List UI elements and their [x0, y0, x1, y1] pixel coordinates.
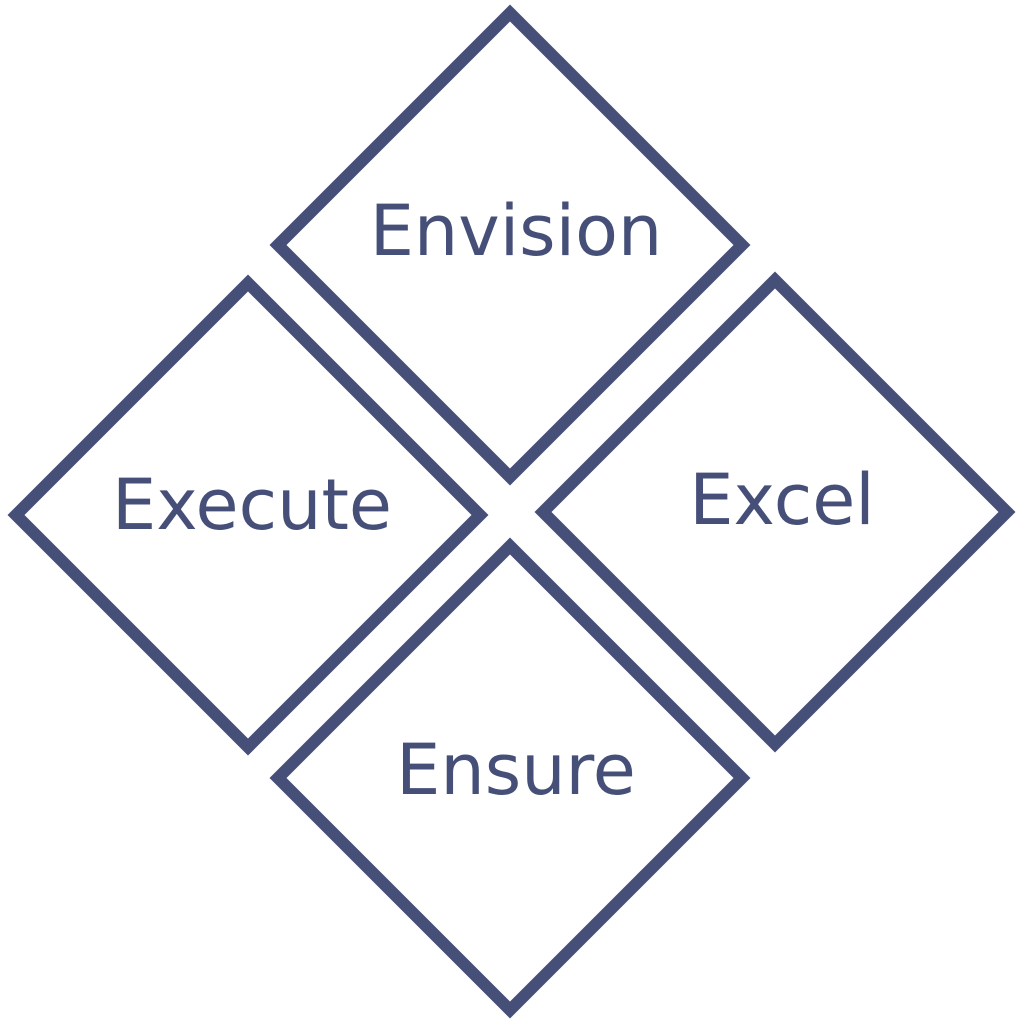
diamond-execute-shape	[7, 274, 489, 756]
diamond-excel: Excel	[534, 271, 1016, 753]
diamond-execute-label: Execute	[112, 464, 392, 546]
diamond-envision: Envision	[269, 4, 751, 486]
diamond-execute: Execute	[7, 274, 489, 756]
diamond-envision-label: Envision	[370, 190, 663, 272]
diamond-excel-label: Excel	[689, 459, 874, 541]
diamond-ensure-label: Ensure	[396, 729, 636, 811]
diamond-envision-shape	[269, 4, 751, 486]
diamond-ensure: Ensure	[269, 537, 751, 1019]
diamond-excel-shape	[534, 271, 1016, 753]
diamond-ensure-shape	[269, 537, 751, 1019]
